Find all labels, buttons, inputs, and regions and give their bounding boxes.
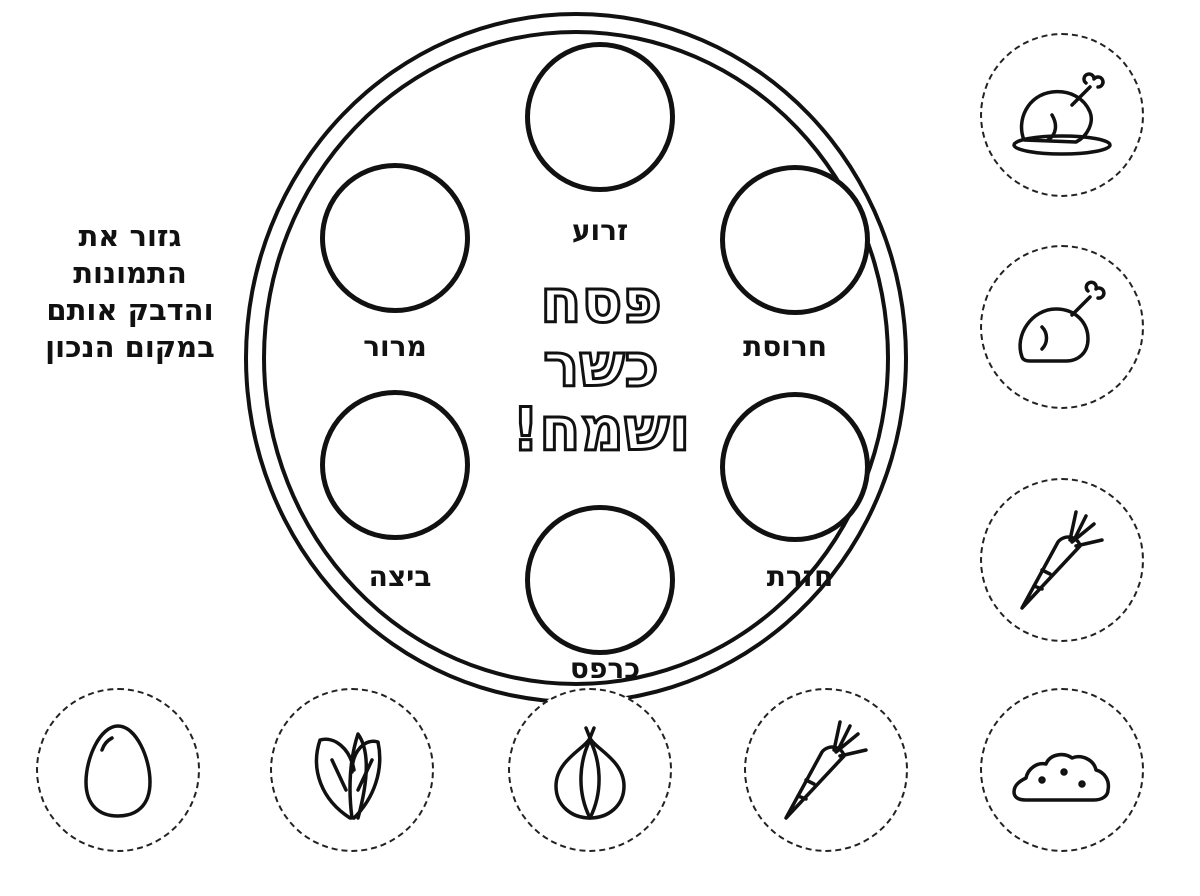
- slot-karpas[interactable]: [525, 505, 675, 655]
- instruction-line: במקום הנכון: [45, 330, 215, 364]
- cutout-onion[interactable]: [508, 688, 672, 852]
- slot-maror[interactable]: [320, 163, 470, 313]
- greeting-line: ושמח!: [510, 395, 691, 465]
- label-karpas: כרפס: [569, 652, 641, 685]
- instruction-line: גזור את: [78, 219, 182, 253]
- cutout-egg[interactable]: [36, 688, 200, 852]
- onion-icon: [554, 726, 626, 820]
- greeting-line: כשר: [542, 331, 661, 401]
- label-beitza: ביצה: [368, 560, 432, 593]
- label-maror: מרור: [363, 330, 427, 363]
- cutout-carrot[interactable]: [980, 478, 1144, 642]
- label-charoset: חרוסת: [743, 330, 827, 363]
- cutout-charoset[interactable]: [980, 688, 1144, 852]
- chicken-leg-icon: [1018, 280, 1106, 363]
- label-zeroa: זרוע: [571, 214, 629, 247]
- egg-icon: [84, 724, 152, 818]
- instructions: גזור את התמונות והדבק אותם במקום הנכון: [20, 218, 240, 366]
- cutout-carrot[interactable]: [744, 688, 908, 852]
- slot-beitza[interactable]: [320, 390, 470, 540]
- roast-chicken-icon: [1012, 72, 1112, 156]
- carrot-icon: [1020, 510, 1104, 610]
- slot-zeroa[interactable]: [525, 42, 675, 192]
- slot-charoset[interactable]: [720, 165, 870, 315]
- greeting: פסח כשר ושמח!: [476, 267, 726, 465]
- carrot-icon: [784, 720, 868, 820]
- greeting-line: פסח: [539, 267, 663, 337]
- charoset-pile-icon: [1012, 752, 1111, 802]
- instruction-line: והדבק אותם: [46, 293, 214, 327]
- slot-chazeret[interactable]: [720, 392, 870, 542]
- lettuce-icon: [314, 732, 382, 820]
- cutout-chicken-leg[interactable]: [980, 245, 1144, 409]
- cutout-lettuce[interactable]: [270, 688, 434, 852]
- seder-plate-inner-rim: [262, 30, 890, 686]
- instruction-line: התמונות: [73, 256, 187, 290]
- cutout-roast-chicken[interactable]: [980, 33, 1144, 197]
- label-chazeret: חזרת: [766, 560, 834, 593]
